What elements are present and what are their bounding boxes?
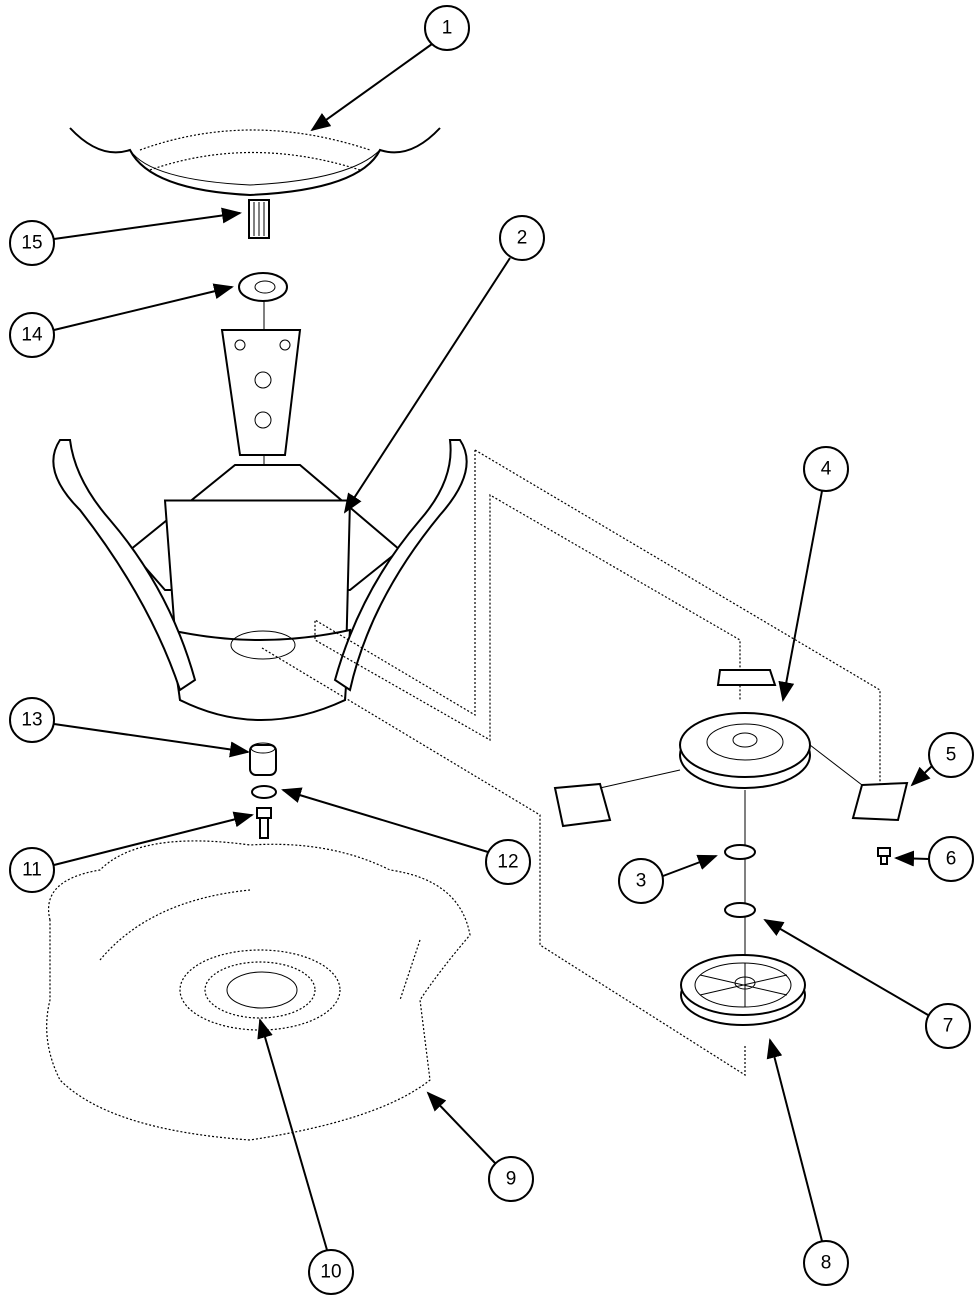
svg-text:8: 8 [821, 1253, 832, 1274]
screw-part [877, 847, 891, 865]
bearing-part [238, 272, 288, 302]
mounting-plate-right [851, 781, 909, 822]
callout-9: 9 [488, 1156, 534, 1202]
svg-text:6: 6 [946, 849, 957, 870]
callout-1: 1 [424, 5, 470, 51]
washer-part [251, 785, 277, 799]
shaft-part [248, 199, 270, 239]
callout-8: 8 [803, 1240, 849, 1286]
callout-2: 2 [499, 215, 545, 261]
callout-10: 10 [308, 1249, 354, 1295]
svg-text:7: 7 [943, 1016, 954, 1037]
svg-text:12: 12 [497, 852, 518, 873]
callout-7: 7 [925, 1003, 971, 1049]
mounting-plate-left [553, 782, 612, 828]
svg-text:14: 14 [21, 325, 43, 346]
svg-text:1: 1 [442, 18, 453, 39]
svg-text:5: 5 [946, 745, 957, 766]
bushing-part [249, 742, 277, 776]
svg-text:15: 15 [21, 233, 42, 254]
callout-13: 13 [9, 697, 55, 743]
tub-bottom-part [69, 127, 441, 197]
callout-11: 11 [9, 847, 55, 893]
washer-7-part [724, 902, 756, 918]
washer-3-part [724, 844, 756, 860]
svg-text:3: 3 [636, 871, 647, 892]
callout-14: 14 [9, 312, 55, 358]
leader-lines [53, 43, 933, 1251]
callout-6: 6 [928, 836, 974, 882]
callout-4: 4 [803, 446, 849, 492]
svg-text:13: 13 [21, 710, 42, 731]
svg-text:10: 10 [320, 1262, 341, 1283]
callout-15: 15 [9, 220, 55, 266]
bolt-part [256, 807, 272, 839]
svg-text:9: 9 [506, 1169, 517, 1190]
svg-text:2: 2 [517, 228, 528, 249]
drive-pulley-part [680, 954, 806, 1026]
pulley-part [679, 669, 811, 1000]
callout-5: 5 [928, 732, 974, 778]
svg-text:4: 4 [821, 459, 832, 480]
svg-text:11: 11 [22, 860, 42, 881]
callout-3: 3 [618, 858, 664, 904]
callout-12: 12 [485, 839, 531, 885]
base-part [46, 840, 471, 1141]
support-frame-part [52, 329, 468, 721]
belt-routing-lines [261, 449, 881, 1077]
